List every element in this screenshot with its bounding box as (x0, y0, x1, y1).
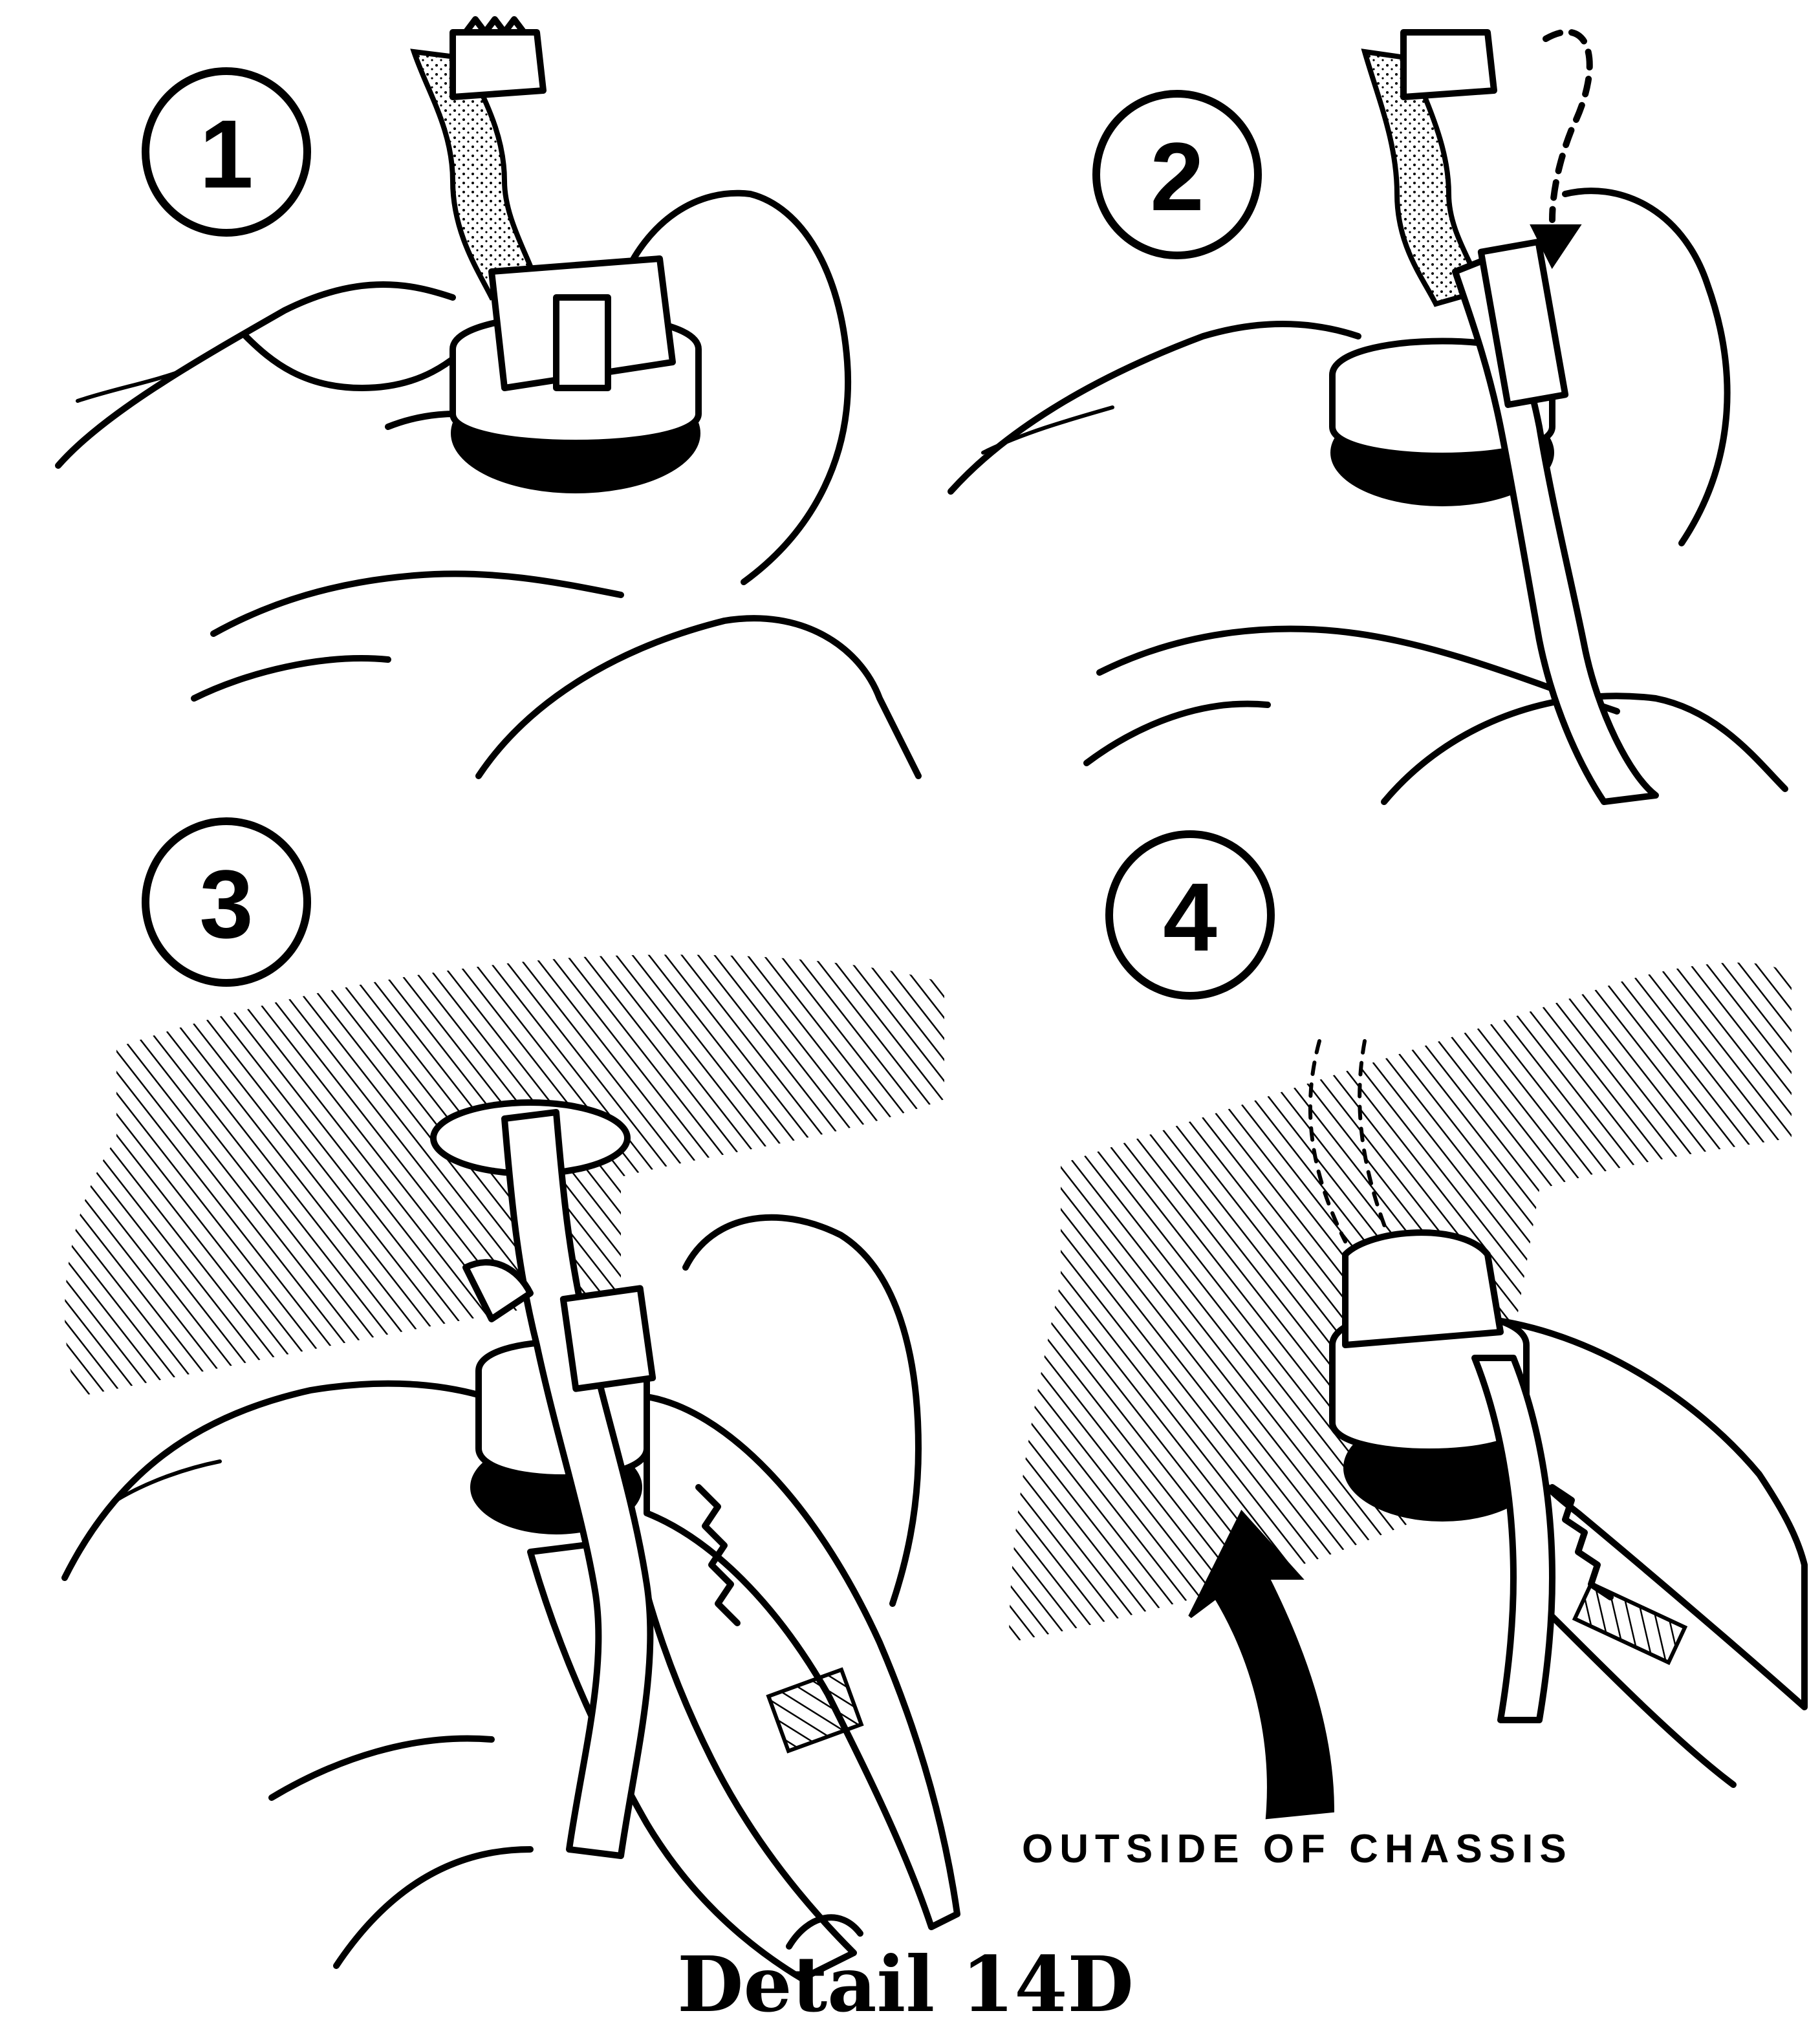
step-1-grommet (414, 19, 699, 491)
panel-step-4: 4 OUTSIDE OF CHASSIS (1009, 834, 1804, 1871)
step-2-badge: 2 (1096, 94, 1258, 255)
panel-step-2: 2 (951, 32, 1785, 802)
step-1-number: 1 (199, 100, 253, 208)
step-2-hands (951, 191, 1785, 802)
step-2-grommet-and-cable (1332, 32, 1656, 802)
panel-step-3: 3 (65, 821, 957, 1979)
outside-of-chassis-label: OUTSIDE OF CHASSIS (1022, 1827, 1573, 1871)
step-3-badge: 3 (146, 821, 307, 983)
step-2-number: 2 (1150, 122, 1204, 231)
step-4-grommet-and-cable (1332, 1232, 1552, 1720)
step-4-badge: 4 (1109, 834, 1271, 996)
step-4-number: 4 (1163, 863, 1217, 971)
panel-step-1: 1 (58, 19, 918, 776)
step-3-number: 3 (199, 850, 253, 958)
figure-title: Detail 14D (677, 1939, 1134, 2029)
step-1-badge: 1 (146, 71, 307, 233)
step-3-chassis-shading (65, 954, 944, 1397)
